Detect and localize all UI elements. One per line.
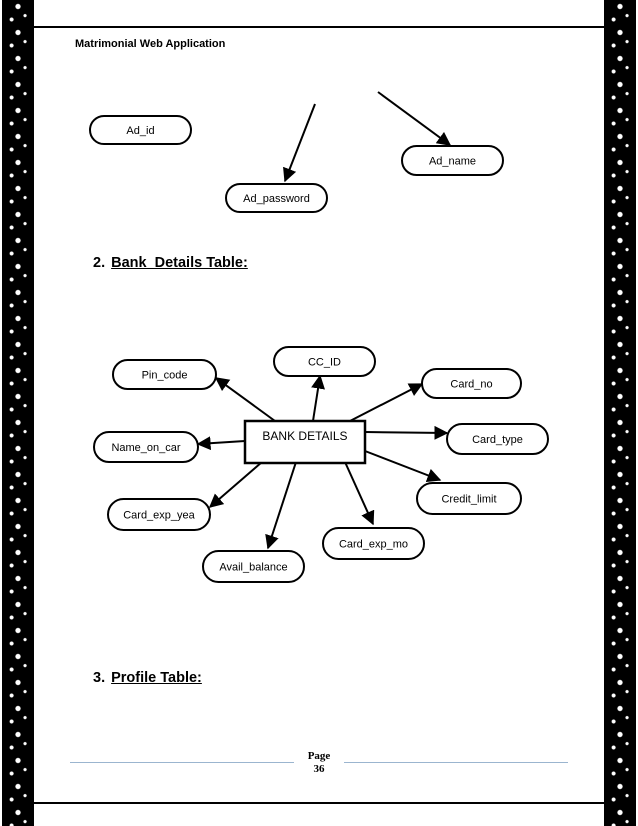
section-number: 3. bbox=[93, 670, 106, 686]
decorative-border-left bbox=[2, 0, 34, 826]
svg-text:Ad_name: Ad_name bbox=[429, 156, 476, 168]
connector-ad-name bbox=[377, 91, 452, 146]
svg-text:Card_exp_yea: Card_exp_yea bbox=[123, 510, 195, 522]
page-header: Matrimonial Web Application bbox=[75, 38, 226, 50]
border-top-rule bbox=[34, 26, 604, 28]
attribute-card-exp-year: Card_exp_yea bbox=[107, 498, 211, 531]
connector-avail-balance bbox=[265, 461, 297, 550]
attribute-pin-code: Pin_code bbox=[112, 359, 217, 390]
connector-name-on-card bbox=[196, 436, 246, 451]
attribute-ad-password: Ad_password bbox=[225, 183, 328, 213]
attribute-card-exp-month: Card_exp_mo bbox=[322, 527, 425, 560]
bank-er-diagram: BANK DETAILS Pin_code CC_ID Card_no Name… bbox=[93, 346, 549, 583]
section-heading-profile: 3. Profile Table: bbox=[93, 670, 202, 686]
attribute-card-type: Card_type bbox=[446, 423, 549, 455]
connector-card-exp-year bbox=[208, 461, 263, 508]
connector-card-no bbox=[349, 383, 424, 422]
connector-card-exp-month bbox=[344, 461, 375, 526]
svg-text:Pin_code: Pin_code bbox=[142, 370, 188, 382]
section-heading-bank-details: 2. Bank_Details Table: bbox=[93, 255, 248, 271]
footer-rule-right bbox=[344, 762, 568, 763]
svg-text:CC_ID: CC_ID bbox=[308, 357, 341, 369]
attribute-name-on-card: Name_on_car bbox=[93, 431, 199, 463]
connector-credit-limit bbox=[364, 450, 442, 482]
page-footer: Page 36 bbox=[296, 750, 342, 776]
connector-pin-code bbox=[214, 377, 276, 422]
attribute-cc-id: CC_ID bbox=[273, 346, 376, 377]
svg-text:Avail_balance: Avail_balance bbox=[219, 562, 287, 574]
attribute-avail-balance: Avail_balance bbox=[202, 550, 305, 583]
entity-bank-details: BANK DETAILS bbox=[243, 419, 367, 465]
svg-text:Card_no: Card_no bbox=[450, 379, 492, 391]
section-title: Profile Table: bbox=[111, 670, 202, 686]
admin-er-diagram: Ad_id Ad_name Ad_password bbox=[89, 91, 504, 213]
attribute-card-no: Card_no bbox=[421, 368, 522, 399]
border-bottom-rule bbox=[34, 802, 604, 804]
connector-ad-password bbox=[283, 103, 316, 183]
footer-rule-left bbox=[70, 762, 294, 763]
decorative-border-right bbox=[604, 0, 636, 826]
connector-card-type bbox=[364, 425, 449, 440]
page-number: 36 bbox=[313, 763, 325, 775]
page-label: Page bbox=[307, 750, 331, 762]
svg-text:BANK DETAILS: BANK DETAILS bbox=[262, 429, 347, 443]
svg-text:Name_on_car: Name_on_car bbox=[111, 442, 180, 454]
attribute-ad-name: Ad_name bbox=[401, 145, 504, 176]
svg-text:Credit_limit: Credit_limit bbox=[441, 494, 496, 506]
svg-text:Card_type: Card_type bbox=[472, 434, 523, 446]
attribute-ad-id: Ad_id bbox=[89, 115, 192, 145]
svg-text:Card_exp_mo: Card_exp_mo bbox=[339, 539, 408, 551]
connector-cc-id bbox=[311, 374, 325, 422]
attribute-credit-limit: Credit_limit bbox=[416, 482, 522, 515]
svg-text:Ad_password: Ad_password bbox=[243, 193, 310, 205]
svg-text:Ad_id: Ad_id bbox=[126, 125, 154, 137]
section-number: 2. bbox=[93, 255, 106, 271]
section-title: Bank_Details Table: bbox=[111, 255, 248, 271]
